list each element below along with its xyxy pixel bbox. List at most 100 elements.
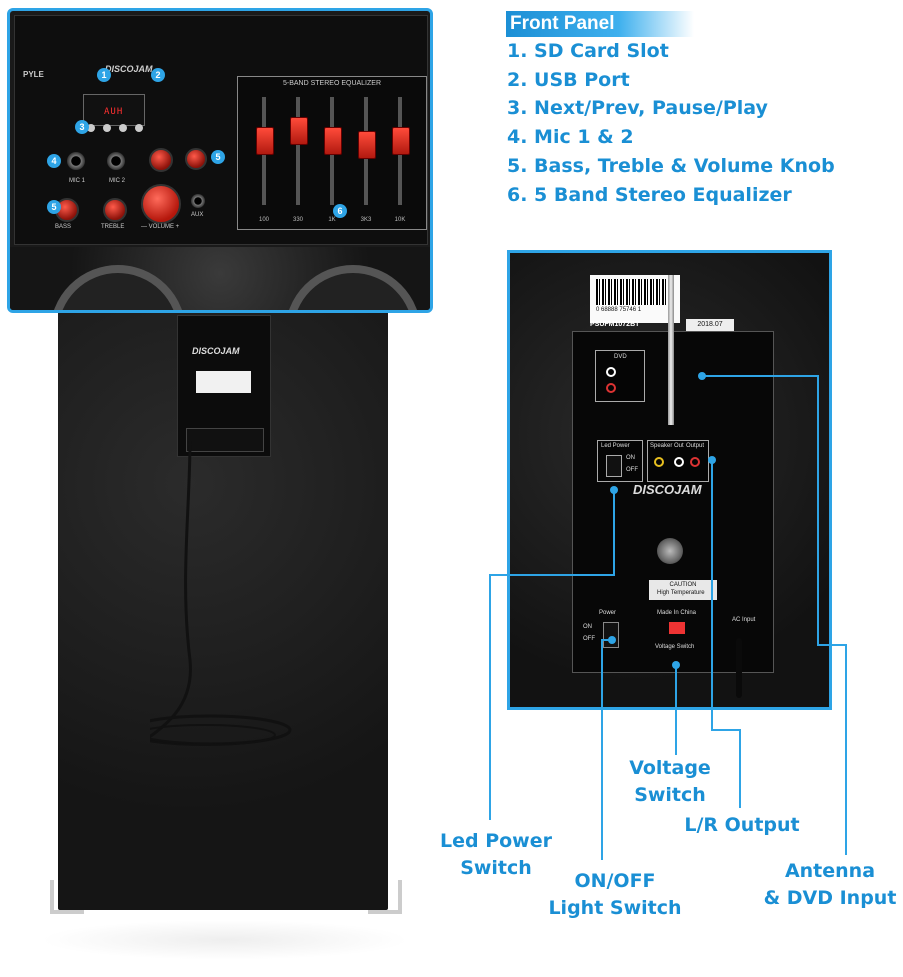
next-button [119,124,127,132]
eq-freq-label: 1K [328,217,336,223]
caution-text: CAUTION [669,582,697,588]
barcode-number: 0 68888 75746 1 [596,307,642,313]
ac-cord [736,638,742,698]
model-number: PSUFM1072BT [590,321,640,328]
badge-6: 6 [333,204,347,218]
badge-4: 4 [47,154,61,168]
cabinet-switch-panel [186,428,264,452]
badge-1: 1 [97,68,111,82]
dvd-label: DVD [614,354,627,360]
badge-2: 2 [151,68,165,82]
callout-antenna-dvd-input: Antenna & DVD Input [760,858,900,912]
callout-on-off-light-switch: ON/OFF Light Switch [548,868,682,922]
aux-jack [191,194,205,208]
feature-mics: 4. Mic 1 & 2 [507,126,634,148]
led-display-text: AUH [104,107,124,117]
led-on-label: ON [626,455,635,461]
eq-slot [296,97,300,205]
dvd-rca-right [606,383,616,393]
badge-5-left: 5 [47,200,61,214]
caution-label: CAUTION High Temperature [649,580,717,600]
power-label: Power [599,610,617,616]
dvd-input-box: DVD [595,350,645,402]
floor-shadow [40,920,410,960]
output-box: Speaker Out Output [647,440,709,482]
eq-freq-label: 10K [394,217,406,223]
front-panel-photo: PYLE DISCOJAM AUH MIC 1 MIC 2 BASS TREBL… [7,8,433,313]
antenna-rod [668,275,674,425]
equalizer-panel: 5-BAND STEREO EQUALIZER 100 330 1K 3K3 1… [237,76,427,230]
eq-slider-1k [324,127,342,155]
volume-label: — VOLUME + [141,224,180,230]
ac-input-label: AC Input [732,617,756,623]
led-power-rocker [606,455,622,477]
callout-voltage-switch: Voltage Switch [622,755,718,809]
voltage-selector [669,622,685,634]
callout-led-power-line1: Led Power [440,830,552,852]
treble-knob [103,198,127,222]
feature-playback-controls: 3. Next/Prev, Pause/Play [507,97,768,119]
barcode-bars [596,279,674,305]
dvd-rca-left [606,367,616,377]
led-off-label: OFF [626,467,638,473]
aux-label: AUX [191,212,204,218]
barcode-label: 0 68888 75746 1 [590,275,680,323]
volume-knob [141,184,181,224]
cabinet-logo: DISCOJAM [192,346,240,356]
echo-knob [185,148,207,170]
eq-slider-330 [290,117,308,145]
bass-label: BASS [55,224,72,230]
mode-button [135,124,143,132]
mic1-label: MIC 1 [69,178,86,184]
eq-freq-label: 100 [258,217,269,223]
led-display: AUH [83,94,145,126]
led-power-box: Led Power ON OFF [597,440,643,482]
play-pause-button [103,124,111,132]
callout-led-power-line2: Switch [460,857,532,879]
eq-slider-3k3 [358,131,376,159]
feature-sd-card: 1. SD Card Slot [507,40,669,62]
callout-voltage-line1: Voltage [629,757,711,779]
led-power-label: Led Power [601,443,630,449]
feature-knobs: 5. Bass, Treble & Volume Knob [507,155,835,177]
eq-freq-label: 3K3 [360,217,372,223]
callout-on-off-line2: Light Switch [548,897,682,919]
date-label: 2018.07 [686,319,734,331]
callout-voltage-line2: Switch [634,784,706,806]
mic2-label: MIC 2 [109,178,126,184]
callout-antenna-line2: & DVD Input [763,887,897,909]
speaker-out-jack [654,457,664,467]
cabinet-caution-label [196,371,251,393]
eq-slider-100 [256,127,274,155]
made-in-label: Made In China [657,610,697,616]
voltage-switch-label: Voltage Switch [655,644,695,650]
mic1-jack [67,152,85,170]
output-left-jack [674,457,684,467]
rear-logo: DISCOJAM [633,482,702,497]
output-right-jack [690,457,700,467]
feature-usb-port: 2. USB Port [507,69,630,91]
badge-3: 3 [75,120,89,134]
rear-panel-photo: 0 68888 75746 1 PSUFM1072BT 2018.07 DVD … [507,250,832,710]
prev-button [87,124,95,132]
brand-label: PYLE [23,70,44,79]
high-temp-text: High Temperature [657,590,705,596]
feature-equalizer: 6. 5 Band Stereo Equalizer [507,184,792,206]
cabinet-foot-right [368,880,402,914]
equalizer-title: 5-BAND STEREO EQUALIZER [282,80,382,87]
callout-antenna-line1: Antenna [784,860,876,882]
power-off-label: OFF [583,636,595,642]
eq-freq-label: 330 [292,217,303,223]
eq-slider-10k [392,127,410,155]
callout-lr-output: L/R Output [684,814,800,836]
front-logo: DISCOJAM [105,64,153,74]
badge-5-right: 5 [211,150,225,164]
front-control-plate: PYLE DISCOJAM AUH MIC 1 MIC 2 BASS TREBL… [14,15,428,245]
power-on-label: ON [583,624,592,630]
callout-on-off-line1: ON/OFF [574,870,656,892]
callout-led-power-switch: Led Power Switch [440,828,552,882]
mic2-jack [107,152,125,170]
light-power-switch [603,622,619,648]
cooling-vent [657,538,683,564]
front-panel-title: Front Panel [506,11,694,37]
